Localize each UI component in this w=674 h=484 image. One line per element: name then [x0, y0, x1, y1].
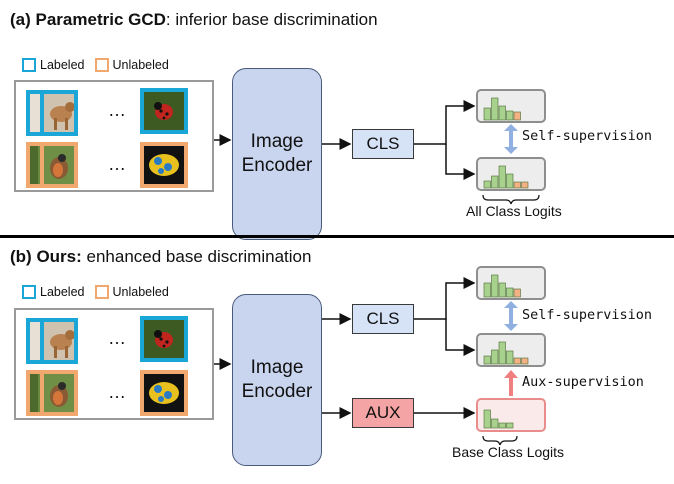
labeled-legend-label: Labeled	[40, 58, 85, 72]
ellipsis: …	[108, 328, 127, 348]
logit-bar	[483, 180, 491, 189]
panel-a-self-supervision-label: Self-supervision	[522, 128, 653, 144]
logit-bar	[498, 422, 506, 429]
logit-bar	[521, 181, 529, 189]
logit-bar	[513, 357, 521, 365]
panel-a-label: (a)	[10, 10, 31, 29]
encoder-line1: Image	[250, 131, 304, 152]
bird-photo-icon	[40, 142, 78, 188]
ladybug-photo-icon	[140, 316, 188, 362]
ellipsis: …	[108, 154, 127, 174]
panel-a-cls-token: CLS	[352, 129, 414, 159]
panel-a-image-batch: … …	[14, 80, 214, 192]
panel-b-label: (b)	[10, 247, 32, 266]
labeled-legend-label: Labeled	[40, 285, 85, 299]
fish-photo-icon	[140, 142, 188, 188]
branch-cls-b-lower	[445, 319, 476, 356]
panel-b-title-rest: enhanced base discrimination	[81, 247, 312, 266]
brace-all-class	[482, 194, 540, 205]
labeled-swatch	[22, 285, 36, 299]
panel-a-title-bold: Parametric GCD	[35, 10, 166, 29]
labeled-swatch	[22, 58, 36, 72]
panel-b-aux-token: AUX	[352, 398, 414, 428]
logit-bar	[513, 288, 521, 298]
unlabeled-swatch	[94, 58, 109, 72]
logit-bar	[483, 107, 491, 121]
panel-b-aux-supervision-label: Aux-supervision	[522, 374, 644, 390]
logit-bar	[491, 175, 499, 189]
ladybug-photo-icon	[140, 88, 188, 134]
ellipsis: …	[108, 382, 127, 402]
logit-bar	[498, 282, 506, 298]
logit-bar	[483, 282, 491, 298]
panel-a-legend: Labeled Unlabeled	[22, 58, 169, 72]
logit-bar	[513, 111, 521, 121]
logit-bar	[506, 350, 514, 365]
encoder-line2: Encoder	[241, 155, 313, 176]
aux-supervision-arrow	[504, 370, 518, 396]
logit-bar	[498, 341, 506, 365]
aux-token-label: AUX	[365, 403, 401, 422]
unlabeled-swatch	[94, 285, 109, 299]
logit-bar	[491, 274, 499, 298]
logit-bar	[506, 422, 514, 429]
panel-a-all-class-logits-caption: All Class Logits	[466, 203, 562, 219]
logit-bar	[521, 357, 529, 365]
dog-photo-icon	[40, 90, 78, 136]
panel-b-cls-token: CLS	[352, 304, 414, 334]
panel-a-title: (a) Parametric GCD: inferior base discri…	[10, 10, 378, 30]
unlabeled-legend-label: Unlabeled	[112, 285, 169, 299]
bird-photo-icon	[40, 370, 78, 416]
logit-bar	[513, 181, 521, 189]
ellipsis: …	[108, 100, 127, 120]
logit-bar	[498, 165, 506, 189]
logit-bar	[506, 110, 514, 121]
panel-b-self-supervision-label: Self-supervision	[522, 307, 653, 323]
branch-cls-a-lower	[445, 144, 476, 180]
logit-bar	[506, 173, 514, 189]
branch-cls-a	[414, 100, 476, 145]
encoder-line1: Image	[250, 357, 304, 378]
self-supervision-arrow-b	[504, 301, 518, 331]
cls-token-label: CLS	[366, 134, 400, 153]
encoder-line2: Encoder	[241, 381, 313, 402]
unlabeled-legend-label: Unlabeled	[112, 58, 169, 72]
section-divider	[0, 235, 674, 238]
logit-bar	[491, 349, 499, 365]
logit-bar	[491, 97, 499, 121]
branch-cls-b	[414, 277, 476, 320]
logit-bar	[491, 418, 499, 429]
brace-base-class	[482, 435, 518, 446]
self-supervision-arrow-a	[504, 124, 518, 154]
panel-b-base-class-logits-caption: Base Class Logits	[452, 444, 565, 460]
panel-b-title: (b) Ours: enhanced base discrimination	[10, 247, 311, 267]
logit-bar	[506, 287, 514, 298]
logit-bar	[498, 105, 506, 121]
fish-photo-icon	[140, 370, 188, 416]
cls-token-label: CLS	[366, 309, 400, 328]
panel-b-image-batch: … …	[14, 308, 214, 420]
panel-a-title-rest: : inferior base discrimination	[165, 10, 378, 29]
logit-bar	[483, 355, 491, 365]
panel-b-title-bold: Ours:	[36, 247, 82, 266]
panel-b-legend: Labeled Unlabeled	[22, 285, 169, 299]
logit-bar	[483, 409, 491, 429]
dog-photo-icon	[40, 318, 78, 364]
